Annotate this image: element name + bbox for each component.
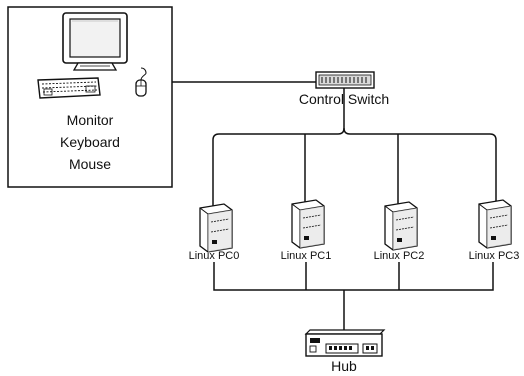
keyboard-icon <box>38 78 100 98</box>
control-switch-icon <box>316 72 374 88</box>
linux-pc2-icon <box>385 202 417 250</box>
linux-pc1-icon <box>292 200 324 248</box>
linux-pc0-icon <box>200 204 232 252</box>
switch-bus-line <box>344 128 496 202</box>
hub-label: Hub <box>331 358 357 374</box>
hub-bus-line <box>214 262 493 330</box>
linux-pc0-label: Linux PC0 <box>189 250 240 262</box>
console-station: Monitor Keyboard Mouse <box>8 7 172 187</box>
console-label-monitor: Monitor <box>67 112 114 128</box>
console-label-mouse: Mouse <box>69 156 111 172</box>
console-label-keyboard: Keyboard <box>60 134 120 150</box>
control-switch-label: Control Switch <box>299 91 389 107</box>
linux-pc3-label: Linux PC3 <box>469 250 520 262</box>
linux-pc2-label: Linux PC2 <box>374 250 425 262</box>
linux-pc3-icon <box>479 200 511 248</box>
hub-icon <box>306 330 384 356</box>
linux-pc1-label: Linux PC1 <box>281 250 332 262</box>
monitor-icon <box>63 13 127 70</box>
